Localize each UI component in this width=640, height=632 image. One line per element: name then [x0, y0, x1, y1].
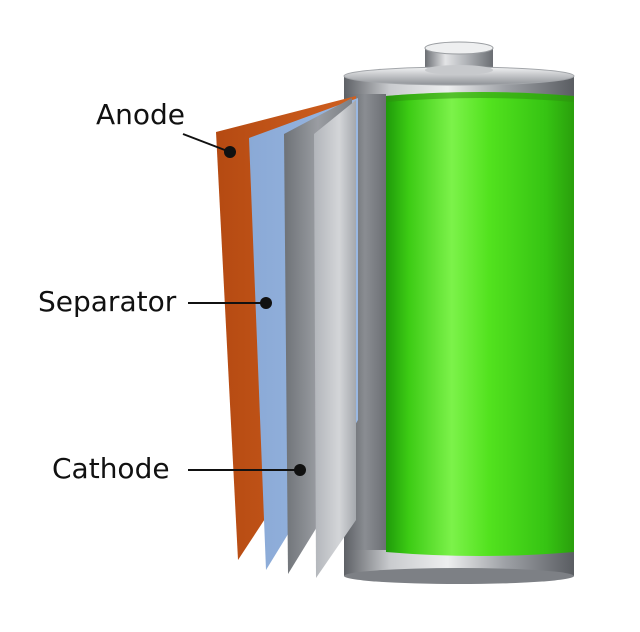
cathode-marker-dot: [294, 464, 306, 476]
electrode-sheets: [216, 96, 358, 578]
top-cap: [343, 65, 575, 98]
anode-leader-line: [182, 133, 231, 153]
cathode-label: Cathode: [52, 452, 170, 485]
battery-body: [386, 92, 574, 556]
separator-label: Separator: [38, 285, 177, 318]
battery-cell: [343, 41, 575, 584]
callout-separator: Separator: [38, 285, 272, 318]
separator-marker-dot: [260, 297, 272, 309]
anode-label: Anode: [96, 98, 185, 131]
callout-anode: Anode: [96, 98, 236, 158]
cathode-sheet-light: [314, 100, 356, 578]
positive-terminal: [424, 41, 494, 70]
callout-cathode: Cathode: [52, 452, 306, 485]
anode-marker-dot: [224, 146, 236, 158]
